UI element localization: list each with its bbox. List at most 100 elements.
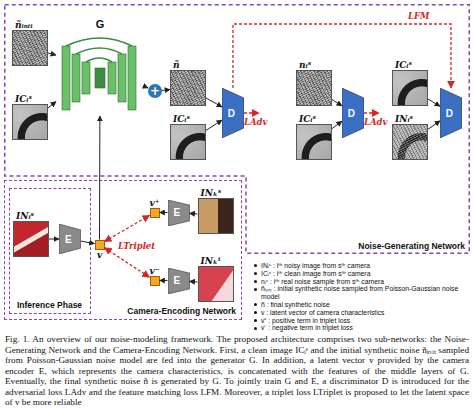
legend-bullet — [254, 327, 257, 330]
node-label: E — [168, 200, 187, 226]
node-label: v — [97, 250, 102, 260]
flow-arrow — [428, 99, 440, 106]
node-label: ñ — [173, 60, 180, 70]
legend-bullet — [254, 303, 257, 306]
trapezoid — [222, 88, 244, 138]
node-label: D — [342, 88, 361, 138]
legend-row: ICᵢˢ : iᵗʰ clean image from sᵗʰ camera — [252, 270, 470, 278]
network-block: D — [440, 88, 462, 138]
node-label: Camera-Encoding Network — [127, 306, 236, 316]
phase-group: Inference PhaseINᵢˢE — [9, 188, 91, 314]
flow-arrow — [206, 120, 222, 130]
flow-arrow — [190, 281, 198, 283]
figure-caption: Fig. 1. An overview of our noise-modelin… — [5, 334, 469, 408]
loss-label: LAdv — [364, 117, 387, 127]
image-thumbnail: ICᵢˢ — [12, 104, 48, 140]
feature-bar — [72, 54, 80, 102]
skip-connection — [86, 58, 112, 62]
legend-box: INᵢˢ : iᵗʰ noisy image from sᵗʰ cameraIC… — [252, 262, 470, 332]
node-label: E — [168, 268, 187, 294]
node-label: D — [222, 88, 241, 138]
legend-bullet — [254, 288, 257, 291]
node-label: v⁻ — [150, 266, 160, 276]
network-block: E — [168, 200, 190, 226]
image-thumbnail: nᵢˢ — [296, 70, 332, 106]
network-block: E — [168, 268, 190, 294]
flow-arrow — [162, 89, 170, 91]
legend-bullet — [254, 319, 257, 322]
legend-row: v : latent vector of camera characterist… — [252, 309, 470, 317]
flow-arrow — [206, 98, 222, 107]
node-label: + — [148, 84, 162, 98]
legend-text: v⁺ : positive term in triplet loss — [261, 317, 350, 325]
flow-arrow — [428, 121, 440, 130]
loss-connector — [105, 215, 150, 241]
node-label: G — [56, 18, 144, 30]
skip-connection — [66, 38, 132, 46]
feature-bar — [108, 62, 116, 94]
network-block: D — [222, 88, 244, 138]
legend-row: INᵢˢ : iᵗʰ noisy image from sᵗʰ camera — [252, 262, 470, 270]
legend-text: nᵢˢ : iᵗʰ real noise sample from sᵗʰ cam… — [261, 278, 384, 286]
node-label: ICᵢˢ — [173, 114, 190, 124]
node-label: v⁺ — [150, 198, 160, 208]
flow-arrow — [160, 212, 168, 213]
edge-label: LTriplet — [118, 241, 155, 251]
image-thumbnail: ICᵢˢ — [170, 124, 206, 160]
legend-text: v : latent vector of camera characterist… — [261, 309, 385, 317]
image-thumbnail: ñᵢₙᵢₜ — [12, 30, 48, 66]
legend-row: v⁻ : negative term in triplet loss — [252, 324, 470, 332]
flow-arrow — [332, 100, 342, 106]
loss-connector — [105, 248, 150, 277]
node-label: ñᵢₙᵢₜ — [15, 20, 33, 30]
legend-text: v⁻ : negative term in triplet loss — [261, 324, 353, 332]
flow-arrow — [160, 280, 168, 281]
legend-bullet — [254, 272, 257, 275]
feature-bar — [95, 68, 105, 88]
legend-text: ICᵢˢ : iᵗʰ clean image from sᵗʰ camera — [261, 270, 370, 278]
trapezoid — [342, 88, 364, 138]
legend-bullet — [254, 280, 257, 283]
flow-arrow — [332, 121, 342, 128]
node-label: INᵢˢ — [16, 211, 34, 221]
network-block: E — [59, 224, 81, 254]
flow-arrow — [48, 102, 56, 108]
latent-vector: v — [95, 240, 105, 250]
legend-row: v⁺ : positive term in triplet loss — [252, 317, 470, 325]
adv-loss-arrow — [244, 112, 259, 113]
legend-bullet — [254, 264, 257, 267]
image-thumbnail: INᵢˢ — [392, 124, 428, 160]
feature-bar — [82, 62, 90, 94]
latent-vector: v⁻ — [150, 276, 160, 286]
network-group: Noise-Generating NetworkñᵢₙᵢₜICᵢˢG+ñICᵢˢ… — [4, 4, 470, 254]
flow-arrow — [190, 213, 198, 215]
legend-row: nᵢˢ : iᵗʰ real noise sample from sᵗʰ cam… — [252, 278, 470, 286]
flow-arrow — [48, 53, 56, 55]
image-thumbnail: INᵢˢ — [13, 221, 49, 257]
node-label: D — [440, 88, 459, 138]
node-label: Noise-Generating Network — [358, 241, 465, 251]
flow-arrow — [81, 241, 95, 244]
image-thumbnail: INₖᵗ — [198, 266, 234, 302]
feature-bar — [118, 54, 126, 102]
legend-text: ñ : final synthetic noise — [261, 301, 330, 309]
image-thumbnail: ñ — [170, 70, 206, 106]
node-label: INₖˢ — [201, 188, 222, 198]
legend-row: ñ : final synthetic noise — [252, 301, 470, 309]
edge-label: LFM — [408, 11, 429, 21]
loss-label: LAdv — [244, 117, 267, 127]
node-label: ICᵢˢ — [299, 114, 316, 124]
trapezoid — [168, 200, 190, 226]
node-label: INᵢˢ — [395, 114, 413, 124]
trapezoid — [59, 224, 81, 254]
skip-connection — [76, 48, 122, 54]
dashed-outline — [5, 5, 470, 254]
image-thumbnail: INₖˢ — [198, 198, 234, 234]
generator-unet: G — [56, 18, 144, 116]
trapezoid — [168, 268, 190, 294]
network-block: D — [342, 88, 364, 138]
node-label: ICᵢˢ — [395, 60, 412, 70]
adv-loss-arrow — [364, 112, 379, 113]
node-label: ICᵢˢ — [15, 94, 32, 104]
legend-text: INᵢˢ : iᵗʰ noisy image from sᵗʰ camera — [261, 262, 370, 270]
